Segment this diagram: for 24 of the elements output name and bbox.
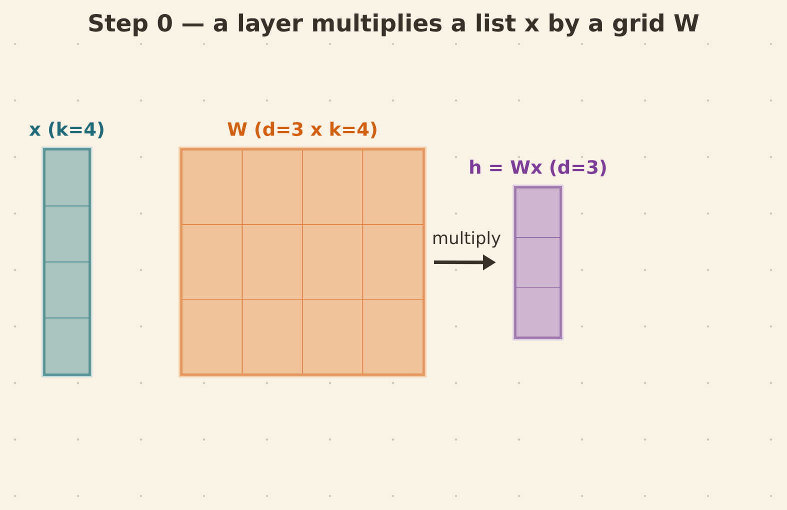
- vector-label: h = Wx (d=3): [470, 160, 606, 176]
- grid-cell: [302, 150, 364, 225]
- grid-cell: [242, 150, 303, 225]
- grid-cell: [516, 188, 560, 238]
- grid-cell: [516, 286, 560, 338]
- matrix-label: W (d=3 x k=4): [228, 122, 376, 138]
- grid-cell: [362, 298, 424, 374]
- grid-cell: [242, 298, 303, 374]
- grid-cell: [44, 318, 90, 374]
- grid-cell: [182, 298, 243, 374]
- edge-label: multiply: [434, 231, 501, 248]
- grid-cell: [182, 150, 243, 225]
- grid-cell: [362, 224, 424, 300]
- grid-cell: [516, 237, 560, 288]
- grid-cell: [44, 262, 90, 318]
- grid-cell: [302, 298, 364, 374]
- grid-cell: [302, 224, 364, 300]
- grid-cell: [242, 224, 303, 300]
- grid-cell: [44, 150, 90, 206]
- title: Step 0 — a layer multiplies a list x by a grid W: [89, 14, 699, 36]
- grid-cell: [182, 224, 243, 300]
- grid-cell: [362, 150, 424, 225]
- grid-cell: [44, 206, 90, 262]
- vector-label: x (k=4): [29, 122, 104, 138]
